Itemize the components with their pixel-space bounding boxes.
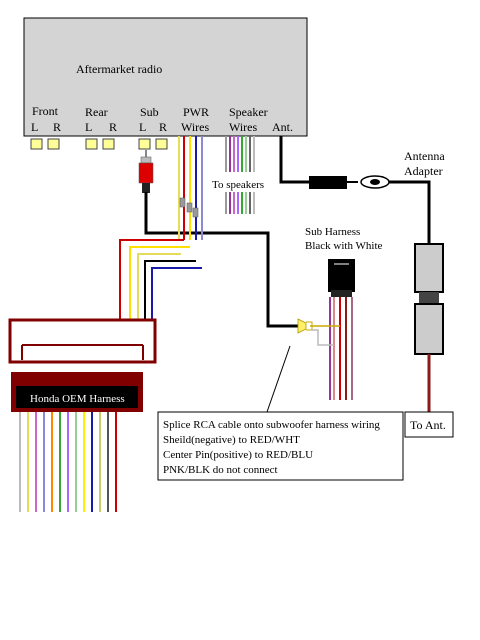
sub-harness-sublabel: Black with White (305, 240, 383, 252)
sub-harness-label: Sub Harness (305, 226, 360, 238)
honda-harness-label: Honda OEM Harness (30, 393, 125, 405)
rear-left-label: L (85, 120, 92, 134)
speaker-wires-label: Wires (229, 120, 258, 134)
radio-title: Aftermarket radio (76, 62, 162, 76)
to-speakers-label: To speakers (212, 179, 264, 191)
sub-splice (297, 318, 340, 346)
harness-wires (119, 239, 202, 320)
rca-jack-rear-right (102, 138, 115, 150)
callout-pointer (266, 345, 291, 413)
rca-cable (144, 192, 300, 328)
note-line-3: Center Pin(positive) to RED/BLU (163, 449, 313, 461)
antenna-cable (279, 136, 431, 244)
rca-jack-front-right (47, 138, 60, 150)
front-label: Front (32, 104, 59, 118)
to-antenna-box: To Ant. (404, 411, 454, 438)
antenna-adapter-label-2: Adapter (404, 164, 443, 178)
front-right-label: R (53, 120, 61, 134)
aftermarket-radio: Aftermarket radio Front L R Rear L R Sub… (23, 17, 308, 137)
pwr-wires-label: Wires (181, 120, 210, 134)
honda-harness-connector (8, 318, 157, 412)
rca-jack-front-left (30, 138, 43, 150)
speaker-label: Speaker (229, 105, 268, 119)
honda-harness-wires (19, 412, 117, 512)
sub-right-label: R (159, 120, 167, 134)
rear-right-label: R (109, 120, 117, 134)
speaker-wires (225, 136, 255, 214)
note-line-2: Sheild(negative) to RED/WHT (163, 434, 300, 446)
pwr-label: PWR (183, 105, 209, 119)
sub-left-label: L (139, 120, 146, 134)
note-line-4: PNK/BLK do not connect (163, 464, 278, 476)
rca-plug (138, 150, 154, 193)
rca-jack-sub-left (138, 138, 151, 150)
to-antenna-label: To Ant. (410, 418, 446, 432)
sub-label: Sub (140, 105, 159, 119)
splice-note-box: Splice RCA cable onto subwoofer harness … (157, 411, 404, 481)
rca-jack-sub-right (155, 138, 168, 150)
note-line-1: Splice RCA cable onto subwoofer harness … (163, 419, 380, 431)
radio-body (23, 17, 308, 137)
antenna-adapter (414, 243, 444, 412)
antenna-adapter-label: Antenna (404, 149, 445, 163)
sub-harness (328, 259, 355, 400)
power-splices (179, 197, 199, 218)
front-left-label: L (31, 120, 38, 134)
rca-jack-rear-left (85, 138, 98, 150)
rca-jacks (30, 138, 168, 150)
rear-label: Rear (85, 105, 108, 119)
power-wires (178, 136, 203, 240)
ant-label: Ant. (272, 120, 293, 134)
